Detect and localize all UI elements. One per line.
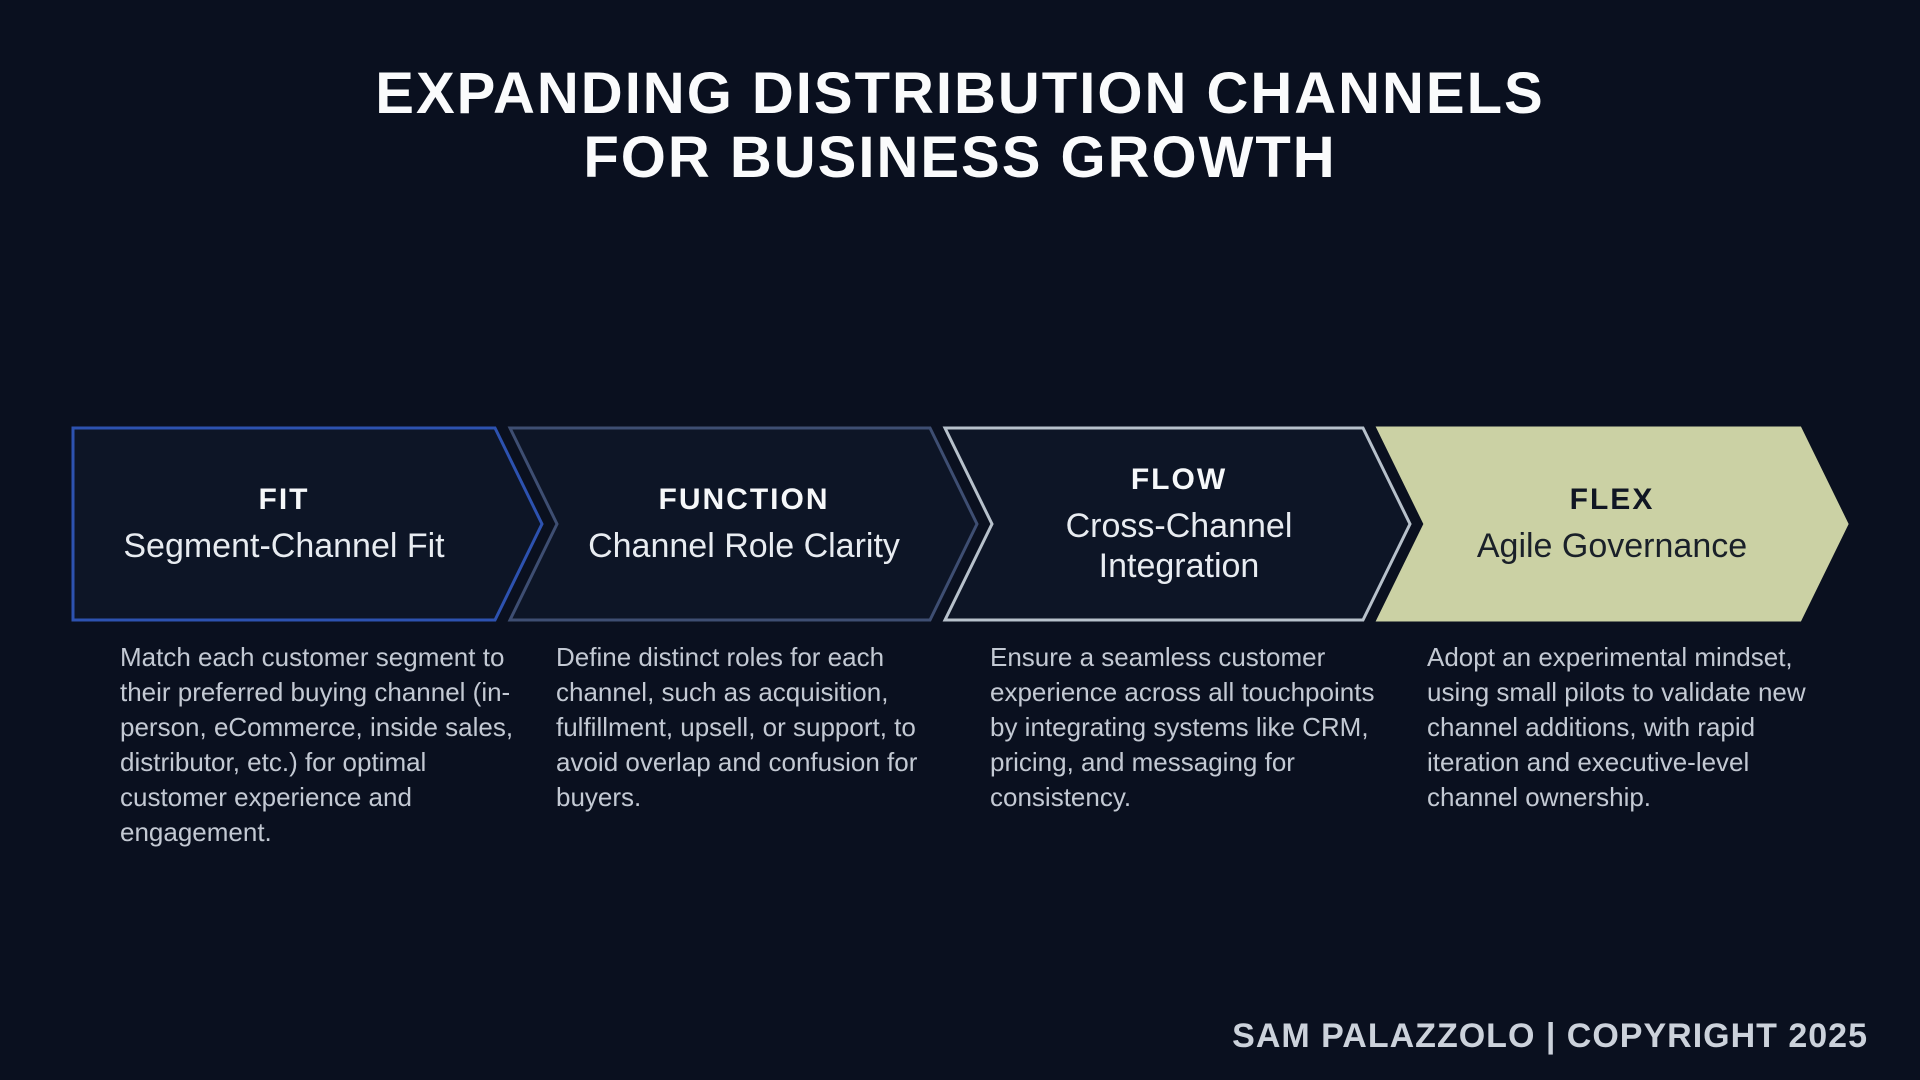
stage-flex-label: FLEX bbox=[1569, 482, 1655, 516]
stage-fit-description: Match each customer segment to their pre… bbox=[120, 642, 514, 847]
page-title: EXPANDING DISTRIBUTION CHANNELS FOR BUSI… bbox=[0, 62, 1920, 190]
page-title-line2: FOR BUSINESS GROWTH bbox=[583, 125, 1337, 190]
stage-flow: FLOW Cross-Channel Integration bbox=[969, 428, 1389, 620]
stage-fit: FIT Segment-Channel Fit bbox=[73, 428, 495, 620]
footer-credit: SAM PALAZZOLO | COPYRIGHT 2025 bbox=[1232, 1017, 1868, 1055]
stage-function-description: Define distinct roles for each channel, … bbox=[556, 642, 918, 812]
stage-fit-subtitle: Segment-Channel Fit bbox=[123, 526, 445, 565]
chevron-shape-flow bbox=[942, 426, 1412, 622]
stage-flow-description: Ensure a seamless customer experience ac… bbox=[990, 642, 1375, 812]
stage-function: FUNCTION Channel Role Clarity bbox=[534, 428, 954, 620]
page-title-line1: EXPANDING DISTRIBUTION CHANNELS bbox=[375, 61, 1545, 126]
stage-function-subtitle: Channel Role Clarity bbox=[588, 526, 900, 565]
stage-flow-label: FLOW bbox=[1130, 462, 1228, 496]
chevron-shape-fit bbox=[71, 426, 544, 622]
stage-flex-subtitle: Agile Governance bbox=[1476, 526, 1748, 565]
chevron-shape-flex bbox=[1375, 426, 1849, 622]
stage-flex-description: Adopt an experimental mindset, using sma… bbox=[1427, 642, 1806, 812]
stage-flow-subtitle: Cross-Channel Integration bbox=[1065, 506, 1293, 585]
stage-function-label: FUNCTION bbox=[658, 482, 830, 516]
stage-fit-label: FIT bbox=[258, 482, 310, 516]
chevron-shape-function bbox=[507, 426, 979, 622]
stage-flex: FLEX Agile Governance bbox=[1402, 428, 1822, 620]
